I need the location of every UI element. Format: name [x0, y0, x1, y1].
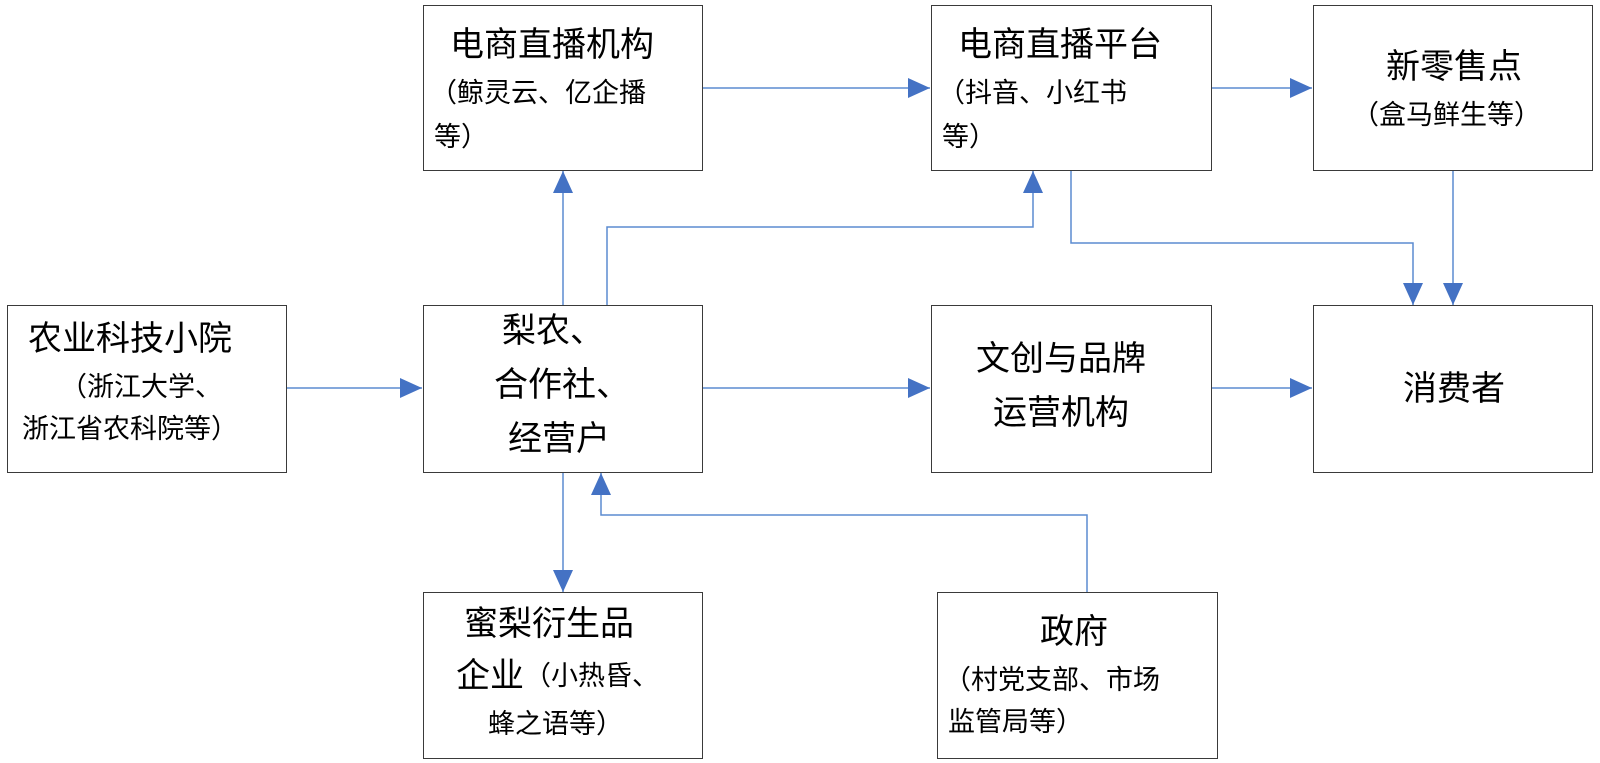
box-line-1: 文创与品牌	[976, 339, 1146, 379]
box-subtitle-cont: 浙江省农科院等）	[22, 414, 238, 445]
box-subtitle-cont: 等）	[942, 122, 996, 153]
box-subtitle-cont: 监管局等）	[948, 707, 1083, 738]
arrow-platform-to-consumers	[1070, 171, 1423, 305]
box-line-2-sub: （小热昏、	[524, 661, 659, 692]
box-agri-tech-courtyard: 农业科技小院 （浙江大学、 浙江省农科院等）	[7, 305, 287, 473]
box-government: 政府 （村党支部、市场 监管局等）	[937, 592, 1218, 759]
box-subtitle-cont: 等）	[434, 122, 488, 153]
box-subtitle: （抖音、小红书	[938, 78, 1127, 109]
box-title: 电商直播机构	[450, 25, 654, 65]
box-pear-farmers: 梨农、 合作社、 经营户	[423, 305, 703, 473]
box-subtitle: （浙江大学、	[60, 372, 222, 403]
box-line-3: 经营户	[508, 419, 610, 459]
arrow-farmers-to-platform	[606, 171, 1043, 305]
box-pear-derivative-enterprises: 蜜梨衍生品 企业 （小热昏、 蜂之语等）	[423, 592, 703, 759]
box-cultural-brand-agency: 文创与品牌 运营机构	[931, 305, 1212, 473]
box-line-1: 蜜梨衍生品	[464, 604, 634, 644]
box-title: 农业科技小院	[28, 319, 232, 359]
box-line-2-main: 企业	[456, 656, 524, 696]
box-ecommerce-live-agency: 电商直播机构 （鲸灵云、亿企播 等）	[423, 5, 703, 171]
box-title: 新零售点	[1386, 47, 1522, 87]
arrow-government-to-farmers	[591, 473, 1088, 592]
box-title: 政府	[1040, 612, 1108, 652]
box-line-1: 梨农、	[502, 311, 604, 351]
box-ecommerce-live-platform: 电商直播平台 （抖音、小红书 等）	[931, 5, 1212, 171]
box-subtitle: （村党支部、市场	[944, 665, 1160, 696]
box-subtitle: （盒马鲜生等）	[1352, 100, 1541, 131]
box-consumers: 消费者	[1313, 305, 1593, 473]
box-line-2: 运营机构	[993, 393, 1129, 433]
box-title: 电商直播平台	[958, 25, 1162, 65]
box-title: 消费者	[1403, 369, 1505, 409]
box-subtitle: （鲸灵云、亿企播	[430, 78, 646, 109]
box-line-2: 合作社、	[494, 365, 630, 405]
box-new-retail: 新零售点 （盒马鲜生等）	[1313, 5, 1593, 171]
box-line-3: 蜂之语等）	[488, 709, 623, 740]
